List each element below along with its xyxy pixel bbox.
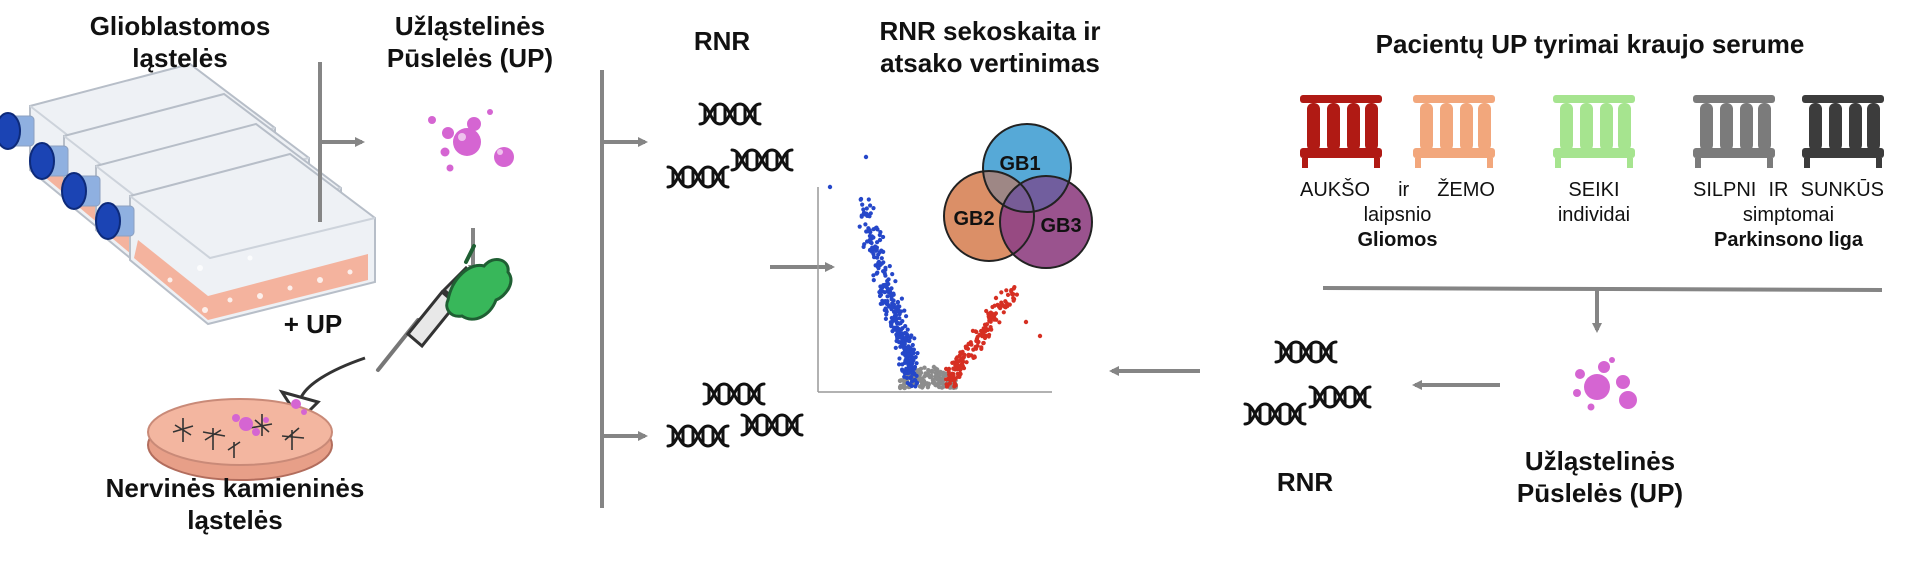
extracellular-vesicles-label-left: Užląstelinės Pūslelės (UP) [365, 10, 575, 74]
blood-tube-racks [1300, 95, 1884, 168]
volcano-plot [817, 154, 1052, 393]
pipette-icon [376, 244, 513, 372]
group-caption-healthy: SEIKI individai [1553, 178, 1635, 228]
nsc-line-2: ląstelės [187, 505, 283, 535]
sequencing-title: RNR sekoskaita ir atsako vertinimas [840, 15, 1140, 79]
extracellular-vesicles-label-right: Užląstelinės Pūslelės (UP) [1480, 445, 1720, 509]
group-glioma-bold: Gliomos [1357, 229, 1438, 251]
arrow-pipette-to-dish [298, 356, 366, 401]
vesicles-cluster-left [428, 109, 514, 172]
venn-label-gb2: GB2 [953, 208, 994, 230]
tube-rack-low-glioma [1413, 95, 1495, 168]
group-parkinson-sub: simptomai [1742, 204, 1835, 226]
ev-left-line-1: Užląstelinės [394, 11, 546, 41]
petri-dish-icon [147, 398, 333, 481]
flask-cell-dots [167, 255, 353, 313]
rna-label-right: RNR [1276, 467, 1334, 497]
plus-ev-label: + UP [283, 309, 343, 339]
neural-stem-cells-label: Nervinės kamieninės ląstelės [70, 472, 400, 536]
rna-label-middle: RNR [693, 26, 751, 56]
ev-right-line-1: Užląstelinės [1524, 446, 1676, 476]
tube-rack-high-low-glioma [1300, 95, 1382, 168]
group-healthy-word: SEIKI [1568, 179, 1620, 201]
rna-strands-top [666, 102, 794, 189]
group-parkinson-bold: Parkinsono liga [1714, 229, 1863, 251]
venn-diagram: GB1 GB2 GB3 [943, 123, 1093, 269]
venn-label-gb1: GB1 [999, 153, 1040, 175]
ev-left-line-2: Pūslelės (UP) [386, 43, 554, 73]
group-caption-glioma: AUKŠO ir ŽEMO laipsnio Gliomos [1300, 178, 1495, 253]
vesicles-cluster-right [1573, 357, 1637, 411]
tube-rack-severe-parkinson [1802, 95, 1884, 168]
rna-strands-right [1243, 340, 1372, 426]
group-glioma-words: AUKŠO ir ŽEMO [1300, 178, 1495, 203]
group-healthy-sub: individai [1557, 204, 1631, 226]
tube-rack-healthy [1553, 95, 1635, 168]
word-silpni: SILPNI [1693, 179, 1757, 201]
ev-right-line-2: Pūslelės (UP) [1516, 478, 1684, 508]
glioblastoma-line-2: ląstelės [132, 43, 228, 73]
glioblastoma-cells-label: Glioblastomos ląstelės [55, 10, 305, 74]
sequencing-title-line-2: atsako vertinimas [880, 48, 1100, 78]
tube-rack-mild-parkinson [1693, 95, 1775, 168]
patients-divider-line [1322, 286, 1883, 292]
word-aukso: AUKŠO [1300, 179, 1371, 201]
word-ir: ir [1398, 179, 1410, 201]
nsc-line-1: Nervinės kamieninės [105, 473, 365, 503]
glioblastoma-line-1: Glioblastomos [89, 11, 271, 41]
sequencing-title-line-1: RNR sekoskaita ir [879, 16, 1101, 46]
word-sunkus: SUNKŪS [1800, 179, 1884, 201]
venn-label-gb3: GB3 [1040, 215, 1081, 237]
group-glioma-sub: laipsnio [1363, 204, 1432, 226]
word-ir-2: IR [1768, 179, 1789, 201]
group-caption-parkinson: SILPNI IR SUNKŪS simptomai Parkinsono li… [1693, 178, 1884, 253]
group-parkinson-words: SILPNI IR SUNKŪS [1693, 178, 1884, 203]
patients-title: Pacientų UP tyrimai kraujo serume [1375, 29, 1805, 59]
rna-strands-bottom [666, 382, 804, 448]
word-zemo: ŽEMO [1437, 179, 1495, 201]
